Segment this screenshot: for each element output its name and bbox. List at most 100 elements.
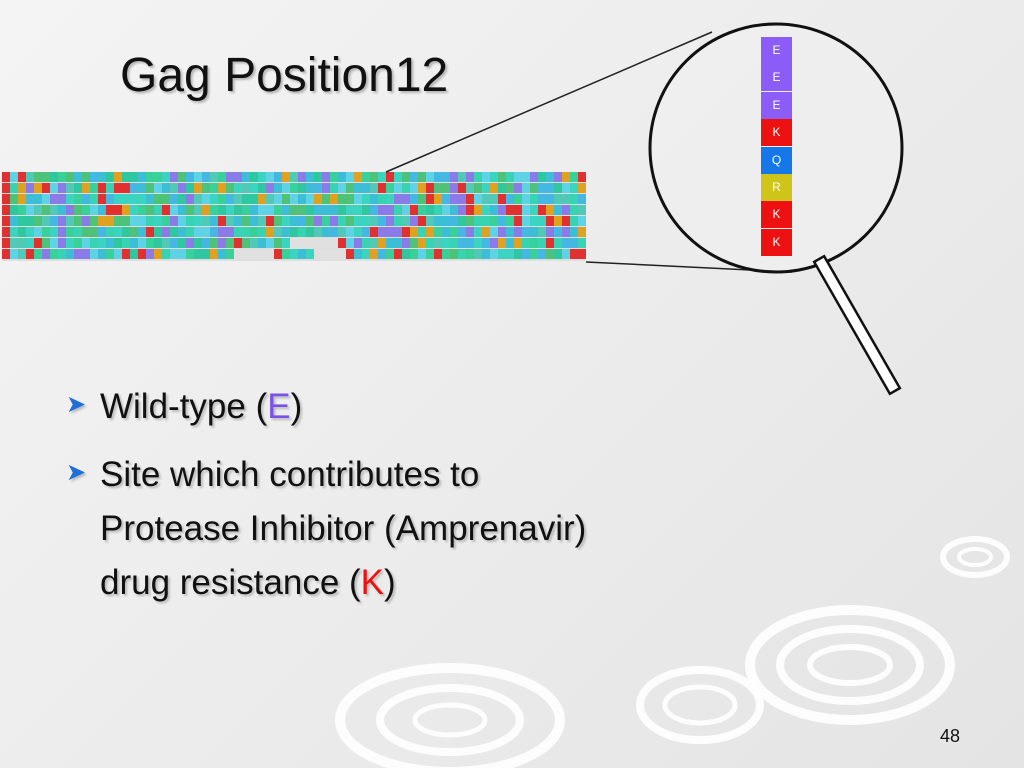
alignment-cell [434,172,442,182]
alignment-cell [538,183,546,193]
alignment-cell [202,249,210,259]
alignment-cell [74,238,82,248]
alignment-cell [578,172,586,182]
alignment-cell [514,216,522,226]
alignment-cell [170,216,178,226]
alignment-cell [258,205,266,215]
alignment-cell [10,194,18,204]
alignment-cell [506,183,514,193]
alignment-cell [170,194,178,204]
alignment-cell [194,172,202,182]
alignment-cell [562,216,570,226]
alignment-row [2,172,586,183]
alignment-cell [10,227,18,237]
alignment-cell [314,227,322,237]
alignment-cell [530,249,538,259]
alignment-cell [122,172,130,182]
alignment-cell [146,216,154,226]
alignment-cell [482,238,490,248]
alignment-cell [442,183,450,193]
alignment-cell [402,227,410,237]
alignment-cell [58,249,66,259]
alignment-cell [122,194,130,204]
alignment-cell [346,194,354,204]
alignment-cell [154,194,162,204]
residue-cell: E [761,37,792,64]
alignment-cell [66,172,74,182]
alignment-cell [514,172,522,182]
alignment-cell [122,238,130,248]
alignment-cell [130,227,138,237]
alignment-cell [418,194,426,204]
alignment-cell [194,194,202,204]
alignment-cell [458,172,466,182]
alignment-cell [578,238,586,248]
alignment-cell [522,183,530,193]
alignment-cell [210,205,218,215]
alignment-cell [58,227,66,237]
alignment-cell [346,205,354,215]
alignment-cell [474,216,482,226]
alignment-cell [186,216,194,226]
alignment-cell [410,227,418,237]
alignment-cell [314,238,322,248]
alignment-cell [418,205,426,215]
alignment-cell [202,227,210,237]
alignment-cell [98,238,106,248]
alignment-row [2,216,586,227]
alignment-cell [250,216,258,226]
alignment-cell [490,238,498,248]
alignment-cell [274,238,282,248]
alignment-cell [114,216,122,226]
alignment-cell [250,205,258,215]
alignment-cell [170,238,178,248]
alignment-cell [242,183,250,193]
alignment-cell [234,194,242,204]
alignment-cell [74,227,82,237]
alignment-cell [450,172,458,182]
alignment-cell [290,238,298,248]
alignment-cell [378,227,386,237]
alignment-cell [306,194,314,204]
alignment-cell [82,249,90,259]
alignment-cell [506,249,514,259]
alignment-cell [2,238,10,248]
alignment-cell [250,249,258,259]
alignment-cell [562,172,570,182]
alignment-cell [138,194,146,204]
alignment-cell [138,227,146,237]
arrow-bullet-icon: ➤ [66,391,87,418]
alignment-cell [202,183,210,193]
alignment-cell [546,227,554,237]
alignment-cell [106,227,114,237]
alignment-cell [530,183,538,193]
alignment-cell [442,249,450,259]
alignment-cell [482,216,490,226]
alignment-cell [218,238,226,248]
alignment-cell [34,238,42,248]
alignment-cell [402,205,410,215]
alignment-cell [514,205,522,215]
alignment-cell [354,172,362,182]
alignment-cell [10,216,18,226]
alignment-cell [506,216,514,226]
alignment-cell [362,194,370,204]
alignment-cell [378,238,386,248]
alignment-cell [354,249,362,259]
alignment-cell [370,194,378,204]
alignment-cell [514,227,522,237]
alignment-cell [322,172,330,182]
alignment-cell [90,205,98,215]
alignment-cell [10,205,18,215]
alignment-cell [482,205,490,215]
alignment-cell [26,205,34,215]
alignment-cell [562,238,570,248]
alignment-cell [490,172,498,182]
alignment-cell [58,238,66,248]
alignment-cell [346,216,354,226]
alignment-cell [402,216,410,226]
alignment-cell [106,216,114,226]
alignment-cell [282,194,290,204]
alignment-cell [490,249,498,259]
